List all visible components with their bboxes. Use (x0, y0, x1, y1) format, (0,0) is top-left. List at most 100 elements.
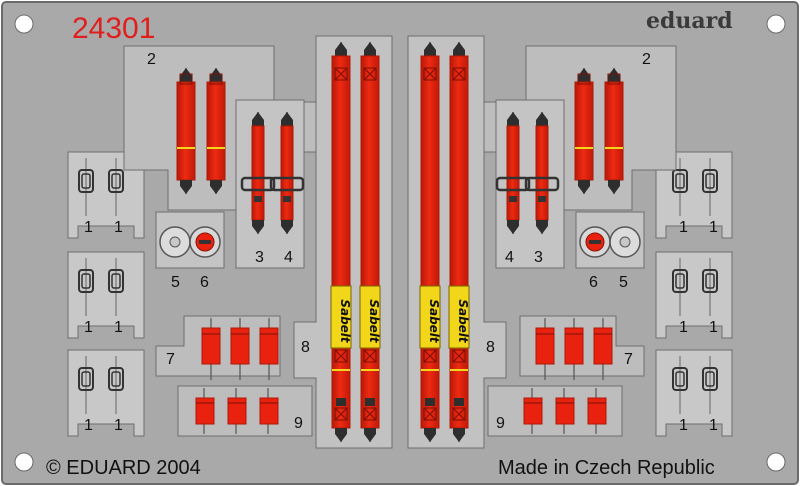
sheet-code: 24301 (72, 12, 155, 45)
part-number: 2 (147, 51, 156, 68)
stitch-icon (607, 73, 621, 85)
stitch-icon (452, 67, 466, 81)
buckle-icon (81, 371, 91, 387)
strap-tip-icon (578, 68, 590, 82)
belt-strap-long (420, 55, 440, 429)
belt-strap-thin (535, 125, 549, 221)
sabelt-label-text: Sabelt (338, 299, 352, 344)
part-number: 2 (642, 51, 651, 68)
pad-part (201, 327, 221, 365)
part-number: 3 (255, 249, 264, 266)
strap-tip-icon (578, 180, 590, 194)
buckle-icon (108, 367, 124, 391)
buckle-icon (672, 169, 688, 193)
buckle-icon (269, 176, 305, 192)
stitch-icon (334, 407, 348, 421)
part-number: 8 (486, 339, 495, 356)
buckle-icon (240, 176, 276, 192)
buckle-icon (81, 173, 91, 189)
part-number: 1 (679, 417, 688, 434)
stitch-icon (423, 349, 437, 363)
belt-strap-long (331, 55, 351, 429)
buckle-icon (675, 173, 685, 189)
origin-text: Made in Czech Republic (498, 457, 715, 479)
buckle-icon (705, 173, 715, 189)
pad-part (535, 327, 555, 365)
buckle-icon (111, 371, 121, 387)
sabelt-label-text: Sabelt (427, 299, 441, 344)
buckle-icon (78, 269, 94, 293)
belt-strap-long (360, 55, 380, 429)
part-number: 1 (709, 319, 718, 336)
pad-part (259, 397, 279, 425)
buckle-icon (705, 371, 715, 387)
strap-tip-icon (252, 220, 264, 234)
stitch-icon (423, 349, 437, 363)
buckle-icon (675, 273, 685, 289)
part-number: 1 (679, 219, 688, 236)
pad-part (587, 397, 607, 425)
buckle-icon (702, 367, 718, 391)
stitch-icon (423, 407, 437, 421)
adjuster-icon (454, 398, 464, 406)
stitch-icon (423, 67, 437, 81)
sabelt-label-bg (419, 285, 441, 349)
pad-part (555, 397, 575, 425)
strap-tip-icon (453, 42, 465, 56)
stitch-icon (363, 407, 377, 421)
strap-tip-icon (364, 42, 376, 56)
buckle-icon (78, 169, 94, 193)
part-5-disc-left (159, 226, 191, 258)
part-number: 1 (114, 219, 123, 236)
buckle-icon (108, 269, 124, 293)
part-number: 1 (84, 417, 93, 434)
adjuster-icon (425, 398, 435, 406)
part-1-group-left (67, 151, 145, 437)
sabelt-label-bg (359, 285, 381, 349)
belt-strap-thin (506, 125, 520, 221)
strap-tip-icon (608, 68, 620, 82)
buckle-icon (672, 367, 688, 391)
belt-strap-long (449, 55, 469, 429)
adjuster-icon (254, 196, 262, 202)
buckle-icon (675, 371, 685, 387)
stitch-icon (209, 73, 223, 85)
sabelt-label-bg (330, 285, 352, 349)
stitch-icon (423, 407, 437, 421)
strap-tip-icon (536, 112, 548, 126)
stitch-icon (452, 67, 466, 81)
sabelt-label-bg (448, 285, 470, 349)
stitch-icon (363, 407, 377, 421)
buckle-icon (78, 367, 94, 391)
stitch-icon (452, 349, 466, 363)
pad-part (230, 327, 250, 365)
mounting-hole-icon (14, 14, 34, 34)
belt-strap-thin (251, 125, 265, 221)
part-number: 6 (589, 274, 598, 291)
buckle-icon (705, 273, 715, 289)
strap-tip-icon (608, 180, 620, 194)
part-number: 4 (284, 249, 293, 266)
pad-part (564, 327, 584, 365)
buckle-icon (702, 169, 718, 193)
pad-part (523, 397, 543, 425)
strap-tip-icon (210, 180, 222, 194)
belt-strap-upper (176, 81, 196, 181)
strap-tip-icon (335, 428, 347, 442)
buckle-icon (81, 273, 91, 289)
belt-strap-upper (604, 81, 624, 181)
strap-tip-icon (281, 112, 293, 126)
pad-part (593, 327, 613, 365)
stitch-icon (452, 407, 466, 421)
buckle-icon (702, 269, 718, 293)
belt-strap-upper (206, 81, 226, 181)
part-number: 3 (534, 249, 543, 266)
part-number: 7 (624, 351, 633, 368)
strap-tip-icon (453, 428, 465, 442)
part-number: 1 (679, 319, 688, 336)
copyright-text: © EDUARD 2004 (46, 457, 201, 479)
adjuster-icon (365, 398, 375, 406)
strap-tip-icon (424, 428, 436, 442)
